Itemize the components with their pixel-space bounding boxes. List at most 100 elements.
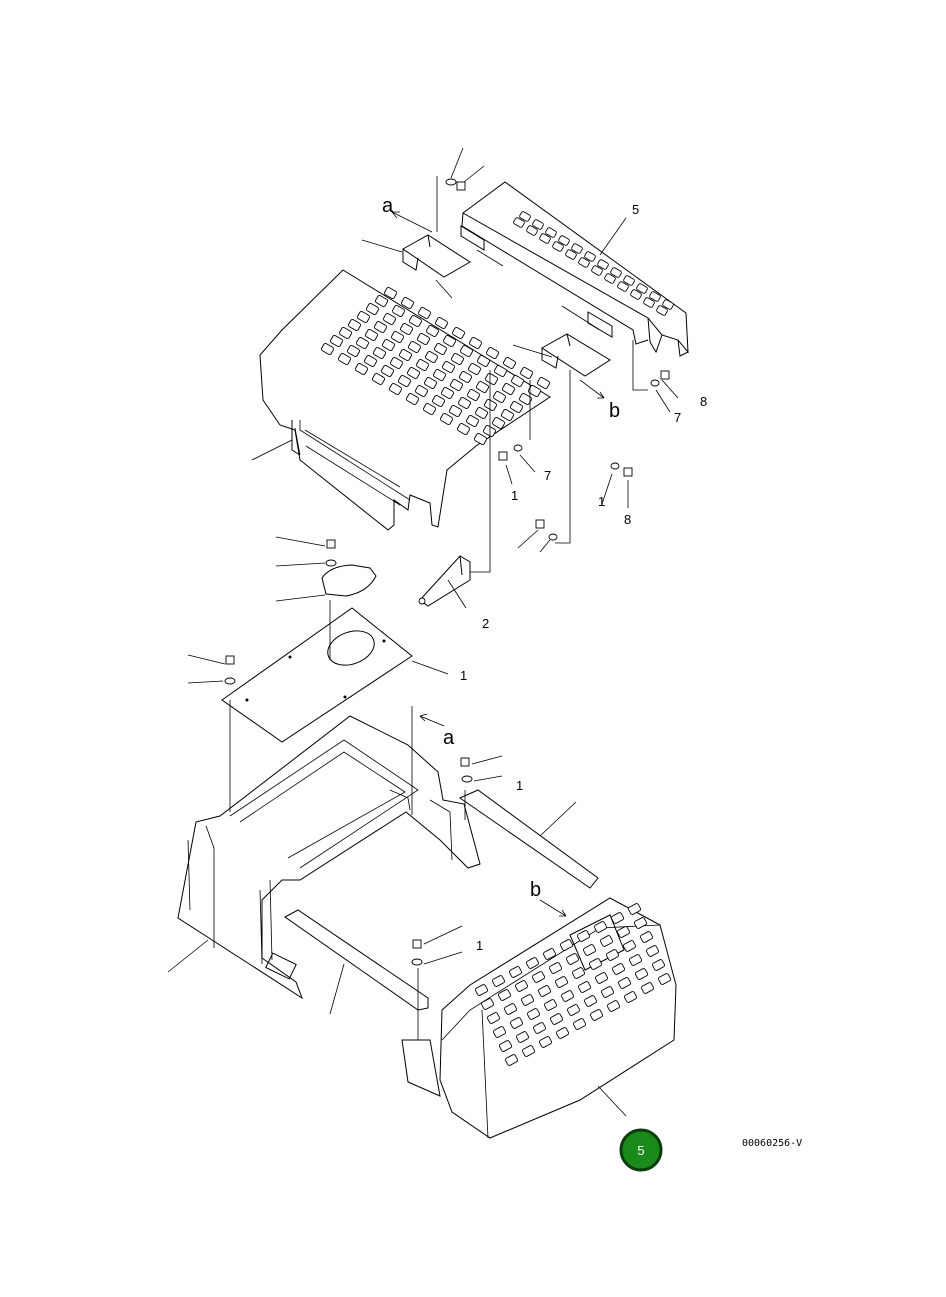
lower-bracket-plate — [284, 789, 599, 1011]
perforation-slot — [544, 999, 557, 1011]
perforation-slot — [384, 287, 397, 299]
perforation-slot — [597, 259, 609, 270]
perforation-slot — [458, 397, 471, 409]
page-badge[interactable]: 5 — [619, 1128, 663, 1172]
perforation-slot — [434, 343, 447, 355]
perforation-slot — [526, 225, 538, 236]
perforation-slot — [505, 1054, 518, 1066]
fasteners — [224, 178, 670, 966]
lower-frame — [177, 715, 481, 1000]
perforation-slot — [475, 984, 488, 996]
perforation-slot — [338, 353, 351, 365]
perforation-slot — [567, 1004, 580, 1016]
ref-mark-2: 7 — [674, 410, 681, 425]
perforation-slot — [578, 257, 590, 268]
perforation-slot — [424, 377, 437, 389]
perforation-slot — [617, 926, 630, 938]
perforation-slot — [321, 343, 334, 355]
perforation-slot — [519, 211, 531, 222]
perforation-slot — [401, 297, 414, 309]
perforation-slot — [501, 409, 514, 421]
perforation-slot — [510, 1017, 523, 1029]
perforation-slot — [640, 931, 653, 943]
perforation-slot — [594, 921, 607, 933]
perforation-slot — [521, 994, 534, 1006]
perforation-slot — [355, 363, 368, 375]
perforation-slot — [583, 944, 596, 956]
perforation-slot — [578, 981, 591, 993]
perforation-slot — [652, 959, 665, 971]
perforation-slot — [624, 991, 637, 1003]
perforation-slot — [457, 423, 470, 435]
reference-arrows — [391, 211, 605, 917]
perforation-slot — [558, 235, 570, 246]
perforation-slot — [572, 967, 585, 979]
perforation-slot — [571, 243, 583, 254]
perforation-slot — [511, 375, 524, 387]
perforation-slot — [565, 249, 577, 260]
perforation-slot — [487, 1012, 500, 1024]
perforation-slot — [630, 289, 642, 300]
perforation-slot — [658, 973, 671, 985]
perforation-slot — [442, 361, 455, 373]
perforation-slot — [468, 363, 481, 375]
perforation-slot — [549, 962, 562, 974]
perforation-slot — [502, 383, 515, 395]
perforation-slot — [510, 401, 523, 413]
perforation-slot — [392, 305, 405, 317]
perforation-slot — [483, 425, 496, 437]
perforation-slot — [400, 323, 413, 335]
page-badge-circle[interactable] — [619, 1128, 663, 1172]
perforation-slot — [372, 373, 385, 385]
perforation-slot — [643, 297, 655, 308]
perforation-slot — [656, 305, 668, 316]
perforation-slot — [577, 930, 590, 942]
perforation-slot — [374, 321, 387, 333]
ref-mark-10: 1 — [516, 778, 523, 793]
perforation-slot — [641, 982, 654, 994]
perforation-slot — [381, 365, 394, 377]
label-b-lower: b — [530, 879, 541, 901]
perforation-slot — [432, 395, 445, 407]
perforation-slot — [492, 417, 505, 429]
perforation-slot — [515, 980, 528, 992]
perforation-slot — [373, 347, 386, 359]
perforation-slot — [591, 265, 603, 276]
assembly-lines — [229, 176, 648, 1040]
perforation-slot — [527, 1008, 540, 1020]
drawing-code: 00060256-V — [742, 1138, 802, 1149]
perforation-slot — [330, 335, 343, 347]
hood-stay — [418, 555, 471, 607]
perforation-slot — [382, 339, 395, 351]
perforation-slot — [629, 954, 642, 966]
perforation-slot — [604, 273, 616, 284]
page-badge-number[interactable]: 5 — [637, 1143, 644, 1158]
perforation-slot — [584, 995, 597, 1007]
perforation-slot — [533, 1022, 546, 1034]
perforation-slot — [526, 957, 539, 969]
perforation-slot — [452, 327, 465, 339]
perforation-slot — [550, 1013, 563, 1025]
perforation-slot — [365, 329, 378, 341]
ref-mark-5: 7 — [544, 468, 551, 483]
perforation-slot — [366, 303, 379, 315]
perforation-slot — [450, 379, 463, 391]
perforation-slot — [467, 389, 480, 401]
perforation-slot — [612, 963, 625, 975]
perforation-slot — [617, 281, 629, 292]
perforation-slot — [440, 413, 453, 425]
perforation-slot — [416, 359, 429, 371]
perforation-slot — [600, 935, 613, 947]
perforation-slot — [383, 313, 396, 325]
perforation-slot — [552, 241, 564, 252]
perforation-slot — [347, 345, 360, 357]
perforation-slot — [607, 1000, 620, 1012]
perforation-slot — [357, 311, 370, 323]
ref-mark-3: 8 — [700, 394, 707, 409]
perforation-slot — [356, 337, 369, 349]
perforation-slot — [451, 353, 464, 365]
perforation-slot — [646, 945, 659, 957]
perforation-slot — [481, 998, 494, 1010]
perforation-slot — [443, 335, 456, 347]
perforation-slot — [573, 1018, 586, 1030]
